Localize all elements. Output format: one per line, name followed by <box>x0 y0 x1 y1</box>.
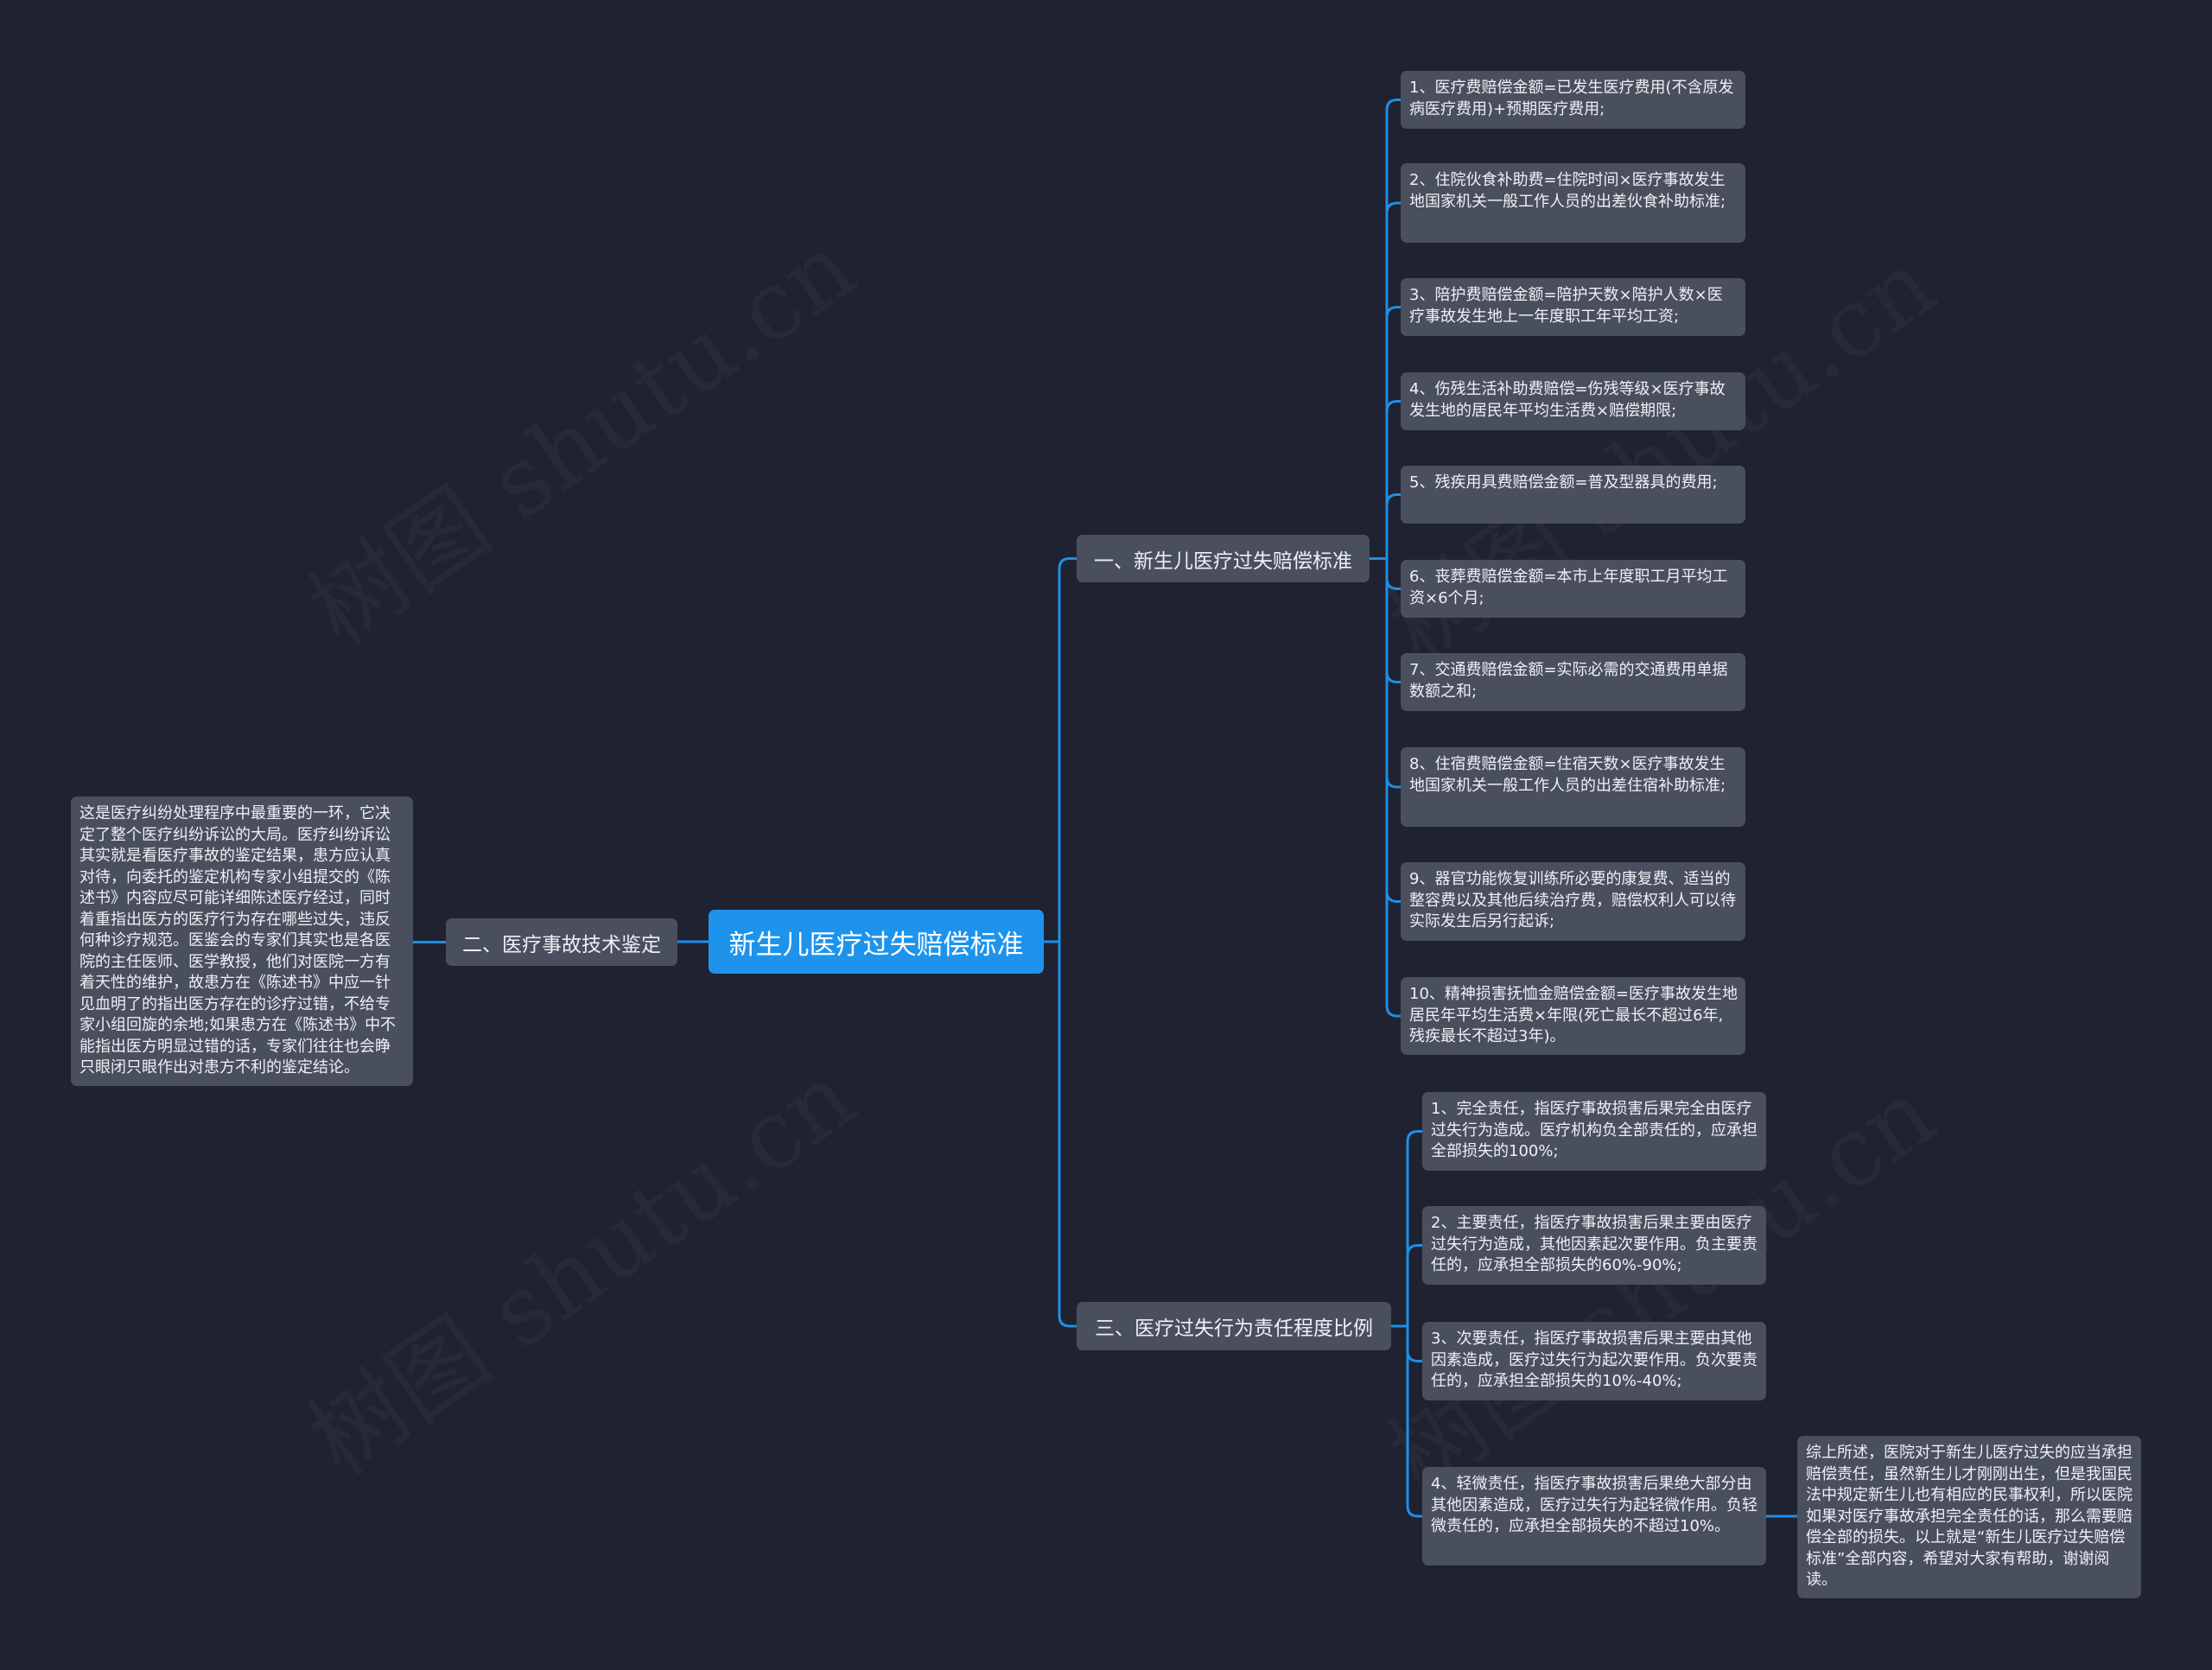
liability-item[interactable]: 2、主要责任，指医疗事故损害后果主要由医疗过失行为造成，其他因素起次要作用。负主… <box>1422 1206 1766 1285</box>
compensation-item[interactable]: 7、交通费赔偿金额=实际必需的交通费用单据数额之和; <box>1401 653 1745 711</box>
connector-line <box>1385 493 1401 559</box>
connector-line <box>1406 1244 1422 1326</box>
compensation-item[interactable]: 8、住宿费赔偿金额=住宿天数×医疗事故发生地国家机关一般工作人员的出差住宿补助标… <box>1401 747 1745 827</box>
compensation-item[interactable]: 2、住院伙食补助费=住院时间×医疗事故发生地国家机关一般工作人员的出差伙食补助标… <box>1401 163 1745 243</box>
liability-item[interactable]: 3、次要责任，指医疗事故损害后果主要由其他因素造成，医疗过失行为起次要作用。负次… <box>1422 1322 1766 1400</box>
compensation-item[interactable]: 4、伤残生活补助费赔偿=伤残等级×医疗事故发生地的居民年平均生活费×赔偿期限; <box>1401 372 1745 430</box>
connector-line <box>1385 558 1401 1018</box>
compensation-item[interactable]: 5、残疾用具费赔偿金额=普及型器具的费用; <box>1401 466 1745 524</box>
connector-line <box>1385 98 1401 559</box>
compensation-item[interactable]: 10、精神损害抚恤金赔偿金额=医疗事故发生地居民年平均生活费×年限(死亡最长不超… <box>1401 977 1745 1055</box>
appraisal-detail-note[interactable]: 这是医疗纠纷处理程序中最重要的一环，它决定了整个医疗纠纷诉讼的大局。医疗纠纷诉讼… <box>71 797 413 1086</box>
compensation-item[interactable]: 6、丧葬费赔偿金额=本市上年度职工月平均工资×6个月; <box>1401 560 1745 618</box>
compensation-item[interactable]: 1、医疗费赔偿金额=已发生医疗费用(不含原发病医疗费用)+预期医疗费用; <box>1401 71 1745 129</box>
liability-item[interactable]: 1、完全责任，指医疗事故损害后果完全由医疗过失行为造成。医疗机构负全部责任的，应… <box>1422 1092 1766 1171</box>
connector-line <box>1406 1326 1422 1362</box>
connector-line <box>1385 558 1401 590</box>
connector-line <box>1385 306 1401 559</box>
compensation-item[interactable]: 3、陪护费赔偿金额=陪护天数×陪护人数×医疗事故发生地上一年度职工年平均工资; <box>1401 278 1745 336</box>
connector-line <box>1058 942 1077 1328</box>
connector-line <box>1385 558 1401 789</box>
connector-line <box>1058 557 1077 942</box>
connector-line <box>1385 558 1401 903</box>
branch-liability-ratio[interactable]: 三、医疗过失行为责任程度比例 <box>1077 1302 1391 1350</box>
branch-compensation-standards[interactable]: 一、新生儿医疗过失赔偿标准 <box>1077 535 1370 582</box>
connector-line <box>1385 400 1401 559</box>
central-topic[interactable]: 新生儿医疗过失赔偿标准 <box>709 910 1044 974</box>
branch-technical-appraisal[interactable]: 二、医疗事故技术鉴定 <box>446 918 677 966</box>
connector-line <box>1385 558 1401 683</box>
connector-line <box>1385 201 1401 559</box>
connector-line <box>1406 1326 1422 1518</box>
compensation-item[interactable]: 9、器官功能恢复训练所必要的康复费、适当的整容费以及其他后续治疗费，赔偿权利人可… <box>1401 862 1745 941</box>
connector-line <box>1406 1130 1422 1326</box>
liability-item[interactable]: 4、轻微责任，指医疗事故损害后果绝大部分由其他因素造成，医疗过失行为起轻微作用。… <box>1422 1467 1766 1565</box>
summary-note[interactable]: 综上所述，医院对于新生儿医疗过失的应当承担赔偿责任，虽然新生儿才刚刚出生，但是我… <box>1797 1436 2141 1598</box>
